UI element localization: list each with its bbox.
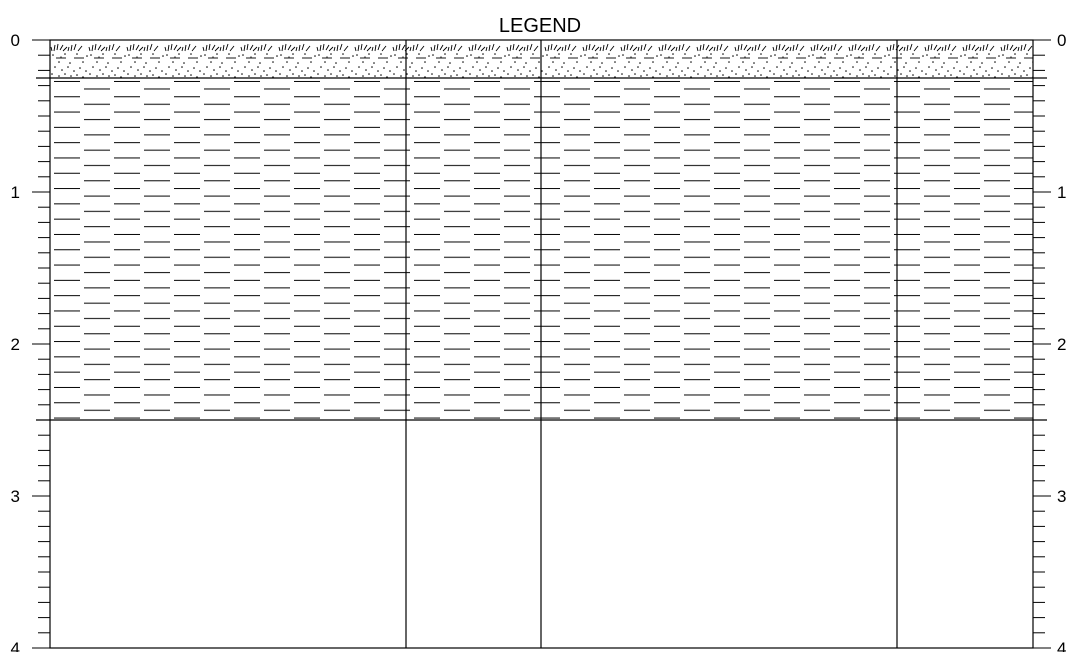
right-depth-label: 2 xyxy=(1057,335,1066,354)
left-depth-label: 0 xyxy=(11,31,20,50)
right-depth-label: 0 xyxy=(1057,31,1066,50)
right-depth-label: 3 xyxy=(1057,487,1066,506)
left-depth-label: 1 xyxy=(11,183,20,202)
right-depth-label: 1 xyxy=(1057,183,1066,202)
right-depth-axis: 0 1 2 3 4 xyxy=(1033,31,1066,652)
left-depth-label: 2 xyxy=(11,335,20,354)
left-depth-axis: 0 1 2 3 4 xyxy=(11,31,50,652)
right-depth-label: 4 xyxy=(1057,639,1066,652)
left-depth-label: 3 xyxy=(11,487,20,506)
legend-title: LEGEND xyxy=(499,15,581,37)
left-depth-label: 4 xyxy=(11,639,20,652)
